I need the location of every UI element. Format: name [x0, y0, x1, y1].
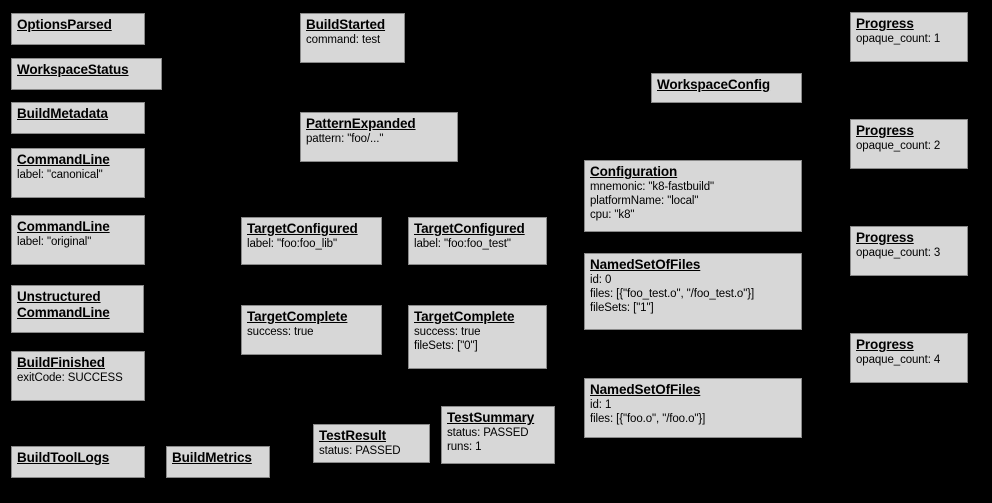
node-progress-1[interactable]: Progress opaque_count: 1: [850, 12, 968, 62]
node-field: cpu: "k8": [590, 209, 635, 221]
node-command-line-original[interactable]: CommandLine label: "original": [11, 215, 145, 265]
node-title: TargetComplete: [247, 309, 348, 324]
node-field: status: PASSED: [319, 445, 401, 457]
node-field: success: true: [247, 326, 314, 338]
node-fields: opaque_count: 1: [856, 32, 962, 46]
node-title: NamedSetOfFiles: [590, 257, 701, 272]
node-title: Progress: [856, 16, 914, 31]
node-workspace-status[interactable]: WorkspaceStatus: [11, 58, 162, 90]
node-field: id: 1: [590, 399, 612, 411]
node-title: CommandLine: [17, 152, 110, 167]
node-field: opaque_count: 4: [856, 354, 941, 366]
node-fields: status: PASSED: [319, 444, 424, 458]
node-fields: id: 1 files: [{"foo.o", "/foo.o"}]: [590, 398, 796, 426]
node-title: WorkspaceConfig: [657, 77, 771, 92]
node-field: fileSets: ["0"]: [414, 340, 478, 352]
node-field: id: 0: [590, 274, 612, 286]
node-title: Configuration: [590, 164, 678, 179]
node-workspace-config[interactable]: WorkspaceConfig: [651, 73, 802, 103]
node-title: TestSummary: [447, 410, 535, 425]
node-title: Progress: [856, 337, 914, 352]
node-field: pattern: "foo/...": [306, 133, 384, 145]
node-fields: status: PASSED runs: 1: [447, 426, 549, 454]
node-title: CommandLine: [17, 219, 110, 234]
node-title: BuildMetrics: [172, 450, 252, 465]
node-build-tool-logs[interactable]: BuildToolLogs: [11, 446, 145, 478]
node-field: opaque_count: 1: [856, 33, 941, 45]
node-title: BuildFinished: [17, 355, 105, 370]
node-fields: opaque_count: 3: [856, 246, 962, 260]
node-field: label: "foo:foo_test": [414, 238, 511, 250]
node-title: TargetConfigured: [414, 221, 525, 236]
node-target-complete-lib[interactable]: TargetComplete success: true: [241, 305, 382, 355]
node-field: files: [{"foo.o", "/foo.o"}]: [590, 413, 706, 425]
node-command-line-canonical[interactable]: CommandLine label: "canonical": [11, 148, 145, 198]
node-title: BuildToolLogs: [17, 450, 110, 465]
node-configuration[interactable]: Configuration mnemonic: "k8-fastbuild" pla…: [584, 160, 802, 232]
node-test-result[interactable]: TestResult status: PASSED: [313, 424, 430, 463]
node-build-started[interactable]: BuildStarted command: test: [300, 13, 405, 63]
node-title: Progress: [856, 123, 914, 138]
node-fields: opaque_count: 2: [856, 139, 962, 153]
node-field: opaque_count: 2: [856, 140, 941, 152]
node-fields: label: "original": [17, 235, 139, 249]
node-build-metrics[interactable]: BuildMetrics: [166, 446, 270, 478]
node-test-summary[interactable]: TestSummary status: PASSED runs: 1: [441, 406, 555, 464]
node-field: command: test: [306, 34, 381, 46]
node-field: runs: 1: [447, 441, 482, 453]
node-fields: success: true fileSets: ["0"]: [414, 325, 541, 353]
node-field: success: true: [414, 326, 481, 338]
node-options-parsed[interactable]: OptionsParsed: [11, 13, 145, 45]
node-field: exitCode: SUCCESS: [17, 372, 123, 384]
node-progress-4[interactable]: Progress opaque_count: 4: [850, 333, 968, 383]
node-field: mnemonic: "k8-fastbuild": [590, 181, 715, 193]
node-target-configured-foo-lib[interactable]: TargetConfigured label: "foo:foo_lib": [241, 217, 382, 265]
node-progress-2[interactable]: Progress opaque_count: 2: [850, 119, 968, 169]
node-fields: opaque_count: 4: [856, 353, 962, 367]
node-target-configured-foo-test[interactable]: TargetConfigured label: "foo:foo_test": [408, 217, 547, 265]
node-field: label: "foo:foo_lib": [247, 238, 337, 250]
node-target-complete-test[interactable]: TargetComplete success: true fileSets: ["0…: [408, 305, 547, 369]
node-title: BuildStarted: [306, 17, 386, 32]
node-field: files: [{"foo_test.o", "/foo_test.o"}]: [590, 288, 755, 300]
node-field: platformName: "local": [590, 195, 699, 207]
node-fields: label: "canonical": [17, 168, 139, 182]
node-title: Progress: [856, 230, 914, 245]
node-fields: label: "foo:foo_lib": [247, 237, 376, 251]
node-pattern-expanded[interactable]: PatternExpanded pattern: "foo/...": [300, 112, 458, 162]
node-field: fileSets: ["1"]: [590, 302, 654, 314]
node-field: opaque_count: 3: [856, 247, 941, 259]
node-title: PatternExpanded: [306, 116, 416, 131]
node-fields: command: test: [306, 33, 399, 47]
node-field: status: PASSED: [447, 427, 529, 439]
node-progress-3[interactable]: Progress opaque_count: 3: [850, 226, 968, 276]
node-fields: pattern: "foo/...": [306, 132, 452, 146]
node-title: Unstructured CommandLine: [17, 289, 110, 320]
node-field: label: "canonical": [17, 169, 103, 181]
node-field: label: "original": [17, 236, 92, 248]
node-title: NamedSetOfFiles: [590, 382, 701, 397]
node-fields: id: 0 files: [{"foo_test.o", "/foo_test.o…: [590, 273, 796, 315]
node-fields: exitCode: SUCCESS: [17, 371, 139, 385]
node-title: TargetComplete: [414, 309, 515, 324]
node-unstructured-command-line[interactable]: Unstructured CommandLine: [11, 285, 144, 333]
node-named-set-of-files-1[interactable]: NamedSetOfFiles id: 1 files: [{"foo.o", "/…: [584, 378, 802, 438]
node-build-finished[interactable]: BuildFinished exitCode: SUCCESS: [11, 351, 145, 401]
node-fields: label: "foo:foo_test": [414, 237, 541, 251]
node-fields: mnemonic: "k8-fastbuild" platformName: "l…: [590, 180, 796, 222]
node-fields: success: true: [247, 325, 376, 339]
node-named-set-of-files-0[interactable]: NamedSetOfFiles id: 0 files: [{"foo_test.o…: [584, 253, 802, 330]
node-title: TargetConfigured: [247, 221, 358, 236]
node-build-metadata[interactable]: BuildMetadata: [11, 102, 145, 134]
node-title: BuildMetadata: [17, 106, 108, 121]
node-title: OptionsParsed: [17, 17, 112, 32]
node-title: WorkspaceStatus: [17, 62, 129, 77]
node-title: TestResult: [319, 428, 387, 443]
